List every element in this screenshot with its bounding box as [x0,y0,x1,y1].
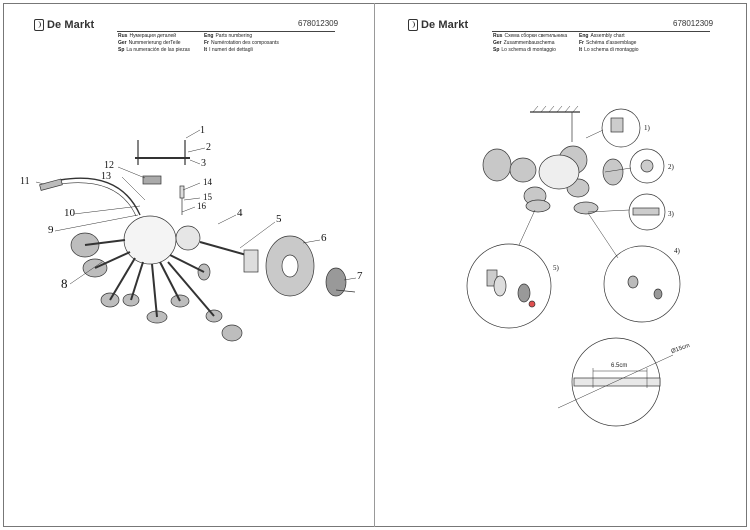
part-number-label: 15 [203,192,212,202]
part-number-label: 5 [276,213,282,225]
mounting-spacing-label: 6.5cm [611,363,628,369]
exploded-view-drawing [35,129,357,342]
part-number-label: 9 [48,224,54,236]
step-label: 1) [644,124,650,132]
brand-name: De Markt [421,19,469,31]
page-fold-line [374,3,375,527]
step-label: 4) [674,247,680,255]
header-rule [492,31,710,32]
part-number-label: 11 [20,176,30,187]
part-number-label: 8 [61,276,68,291]
part-number-label: 7 [357,270,363,282]
brand-logo-icon [34,19,44,31]
part-number-label: 13 [101,171,111,182]
brand-logo: De Markt [34,19,94,31]
brand-name: De Markt [47,19,95,31]
step-label: 2) [668,163,674,171]
article-code: 678012309 [673,19,714,28]
assembly-steps-drawing [466,105,681,427]
part-number-label: 2 [206,142,211,153]
part-number-label: 4 [237,207,243,219]
header-rule [117,31,335,32]
part-number-label: 16 [197,201,206,211]
part-number-label: 12 [104,160,114,171]
article-code: 678012309 [298,19,339,28]
step-label: 3) [668,210,674,218]
part-number-label: 14 [203,177,212,187]
step-label: 5) [553,264,559,272]
brand-logo-icon [408,19,418,31]
part-number-label: 1 [200,125,205,136]
part-number-label: 3 [201,158,206,169]
part-number-label: 6 [321,232,327,244]
brand-logo: De Markt [408,19,468,31]
part-number-label: 10 [64,207,75,219]
